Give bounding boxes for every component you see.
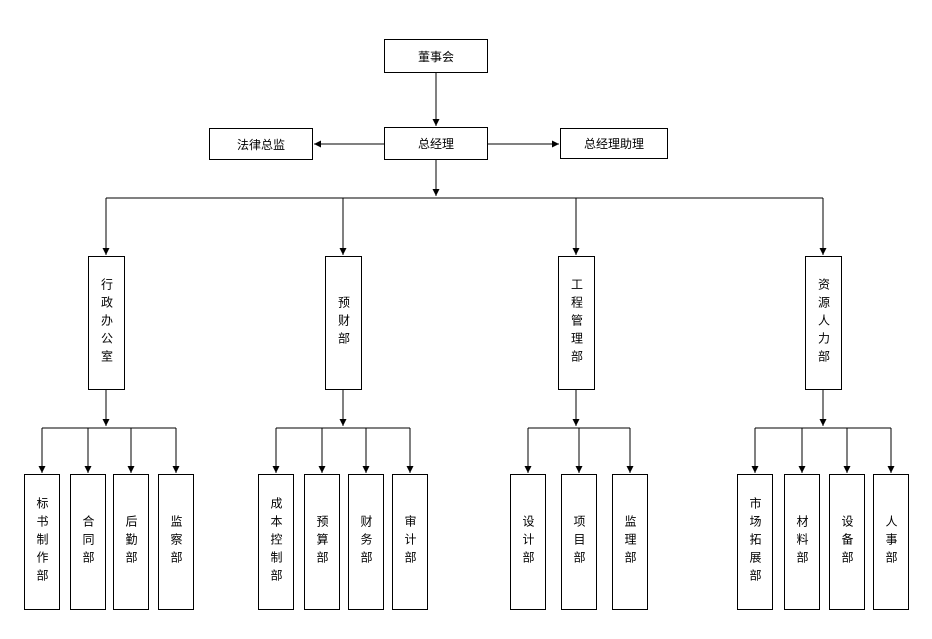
sub-dept-label: 成本控制部 [269,497,283,587]
department-label: 工程管理部 [569,278,584,368]
sub-dept-label: 设计部 [521,515,535,569]
department-box-resources-hr[interactable]: 资源人力部 [805,256,842,390]
sub-dept-label: 市场拓展部 [748,497,762,587]
gm-assistant-label: 总经理助理 [583,137,644,151]
sub-dept-box[interactable]: 设计部 [510,474,546,610]
sub-dept-box[interactable]: 市场拓展部 [737,474,773,610]
sub-dept-label: 标书制作部 [35,497,49,587]
sub-dept-box[interactable]: 监察部 [158,474,194,610]
sub-dept-label: 设备部 [840,515,854,569]
sub-dept-box[interactable]: 成本控制部 [258,474,294,610]
department-label: 资源人力部 [816,278,831,368]
sub-dept-label: 人事部 [884,515,898,569]
sub-dept-box[interactable]: 预算部 [304,474,340,610]
board-label: 董事会 [417,49,454,64]
sub-dept-box[interactable]: 财务部 [348,474,384,610]
sub-dept-box[interactable]: 项目部 [561,474,597,610]
sub-dept-box[interactable]: 审计部 [392,474,428,610]
legal-director-box[interactable]: 法律总监 [209,128,313,160]
gm-assistant-box[interactable]: 总经理助理 [560,128,668,159]
sub-dept-label: 监理部 [623,515,637,569]
department-box-engineering[interactable]: 工程管理部 [558,256,595,390]
sub-dept-label: 后勤部 [124,515,138,569]
sub-dept-label: 项目部 [572,515,586,569]
general-manager-label: 总经理 [417,137,454,151]
sub-dept-box[interactable]: 人事部 [873,474,909,610]
sub-dept-box[interactable]: 设备部 [829,474,865,610]
sub-dept-box[interactable]: 标书制作部 [24,474,60,610]
sub-dept-box[interactable]: 后勤部 [113,474,149,610]
sub-dept-label: 财务部 [359,515,373,569]
general-manager-box[interactable]: 总经理 [384,127,488,160]
department-label: 行政办公室 [99,278,114,368]
sub-dept-label: 合同部 [81,515,95,569]
sub-dept-label: 审计部 [403,515,417,569]
sub-dept-label: 预算部 [315,515,329,569]
sub-dept-box[interactable]: 合同部 [70,474,106,610]
sub-dept-label: 监察部 [169,515,183,569]
sub-dept-box[interactable]: 材料部 [784,474,820,610]
sub-dept-label: 材料部 [795,515,809,569]
department-box-admin[interactable]: 行政办公室 [88,256,125,390]
legal-director-label: 法律总监 [236,137,285,152]
department-label: 预财部 [336,296,351,350]
department-box-budget-finance[interactable]: 预财部 [325,256,362,390]
board-box[interactable]: 董事会 [384,39,488,73]
sub-dept-box[interactable]: 监理部 [612,474,648,610]
